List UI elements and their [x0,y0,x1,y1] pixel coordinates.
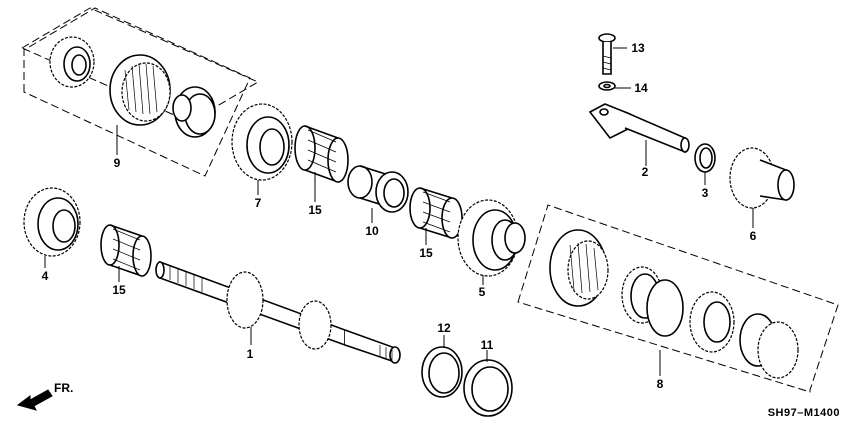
callout-10: 10 [365,224,379,238]
gear-6 [729,147,795,209]
callout-1: 1 [247,347,254,361]
callout-4: 4 [42,269,49,283]
synchro-ring-9 [172,86,216,138]
callout-9: 9 [114,156,121,170]
gear-7 [231,103,293,181]
gear-5 [457,199,526,277]
callout-11: 11 [481,338,494,352]
needle-bearing-15-left [100,224,152,277]
callout-15-upper: 15 [308,203,322,217]
oil-guide-11 [463,359,513,417]
callout-15-middle: 15 [419,246,433,260]
spring-ring-8 [646,279,684,337]
callout-2: 2 [642,165,649,179]
diagram-code: SH97–M1400 [768,407,840,419]
synchro-sleeve-9 [109,54,171,126]
callout-5: 5 [479,285,486,299]
direction-label: FR. [54,381,73,395]
leader-lines [44,47,754,376]
callout-6: 6 [750,229,757,243]
countershaft-1 [155,260,401,364]
hub-8 [689,291,735,353]
needle-bearing-15-upper [294,125,349,183]
gear-4 [23,187,81,257]
synchro-sleeve-8 [549,229,609,307]
gear-small-top-left [49,36,95,88]
callout-8: 8 [657,377,664,391]
callout-13: 13 [631,41,645,55]
callout-3: 3 [702,186,709,200]
callout-14: 14 [634,81,648,95]
callout-15-left: 15 [112,283,126,297]
needle-bearing-15-middle [409,187,463,239]
synchro-ring-8b [739,313,799,379]
assembly-box-8 [517,204,839,393]
bolt-13 [598,33,616,75]
washer-14 [598,81,616,91]
front-direction-arrow [16,389,53,411]
callout-12: 12 [437,321,451,335]
callout-7: 7 [255,196,262,210]
collar-10 [347,165,409,213]
shaft-2 [588,103,690,154]
ring-3 [694,143,716,173]
shim-12 [421,346,463,398]
